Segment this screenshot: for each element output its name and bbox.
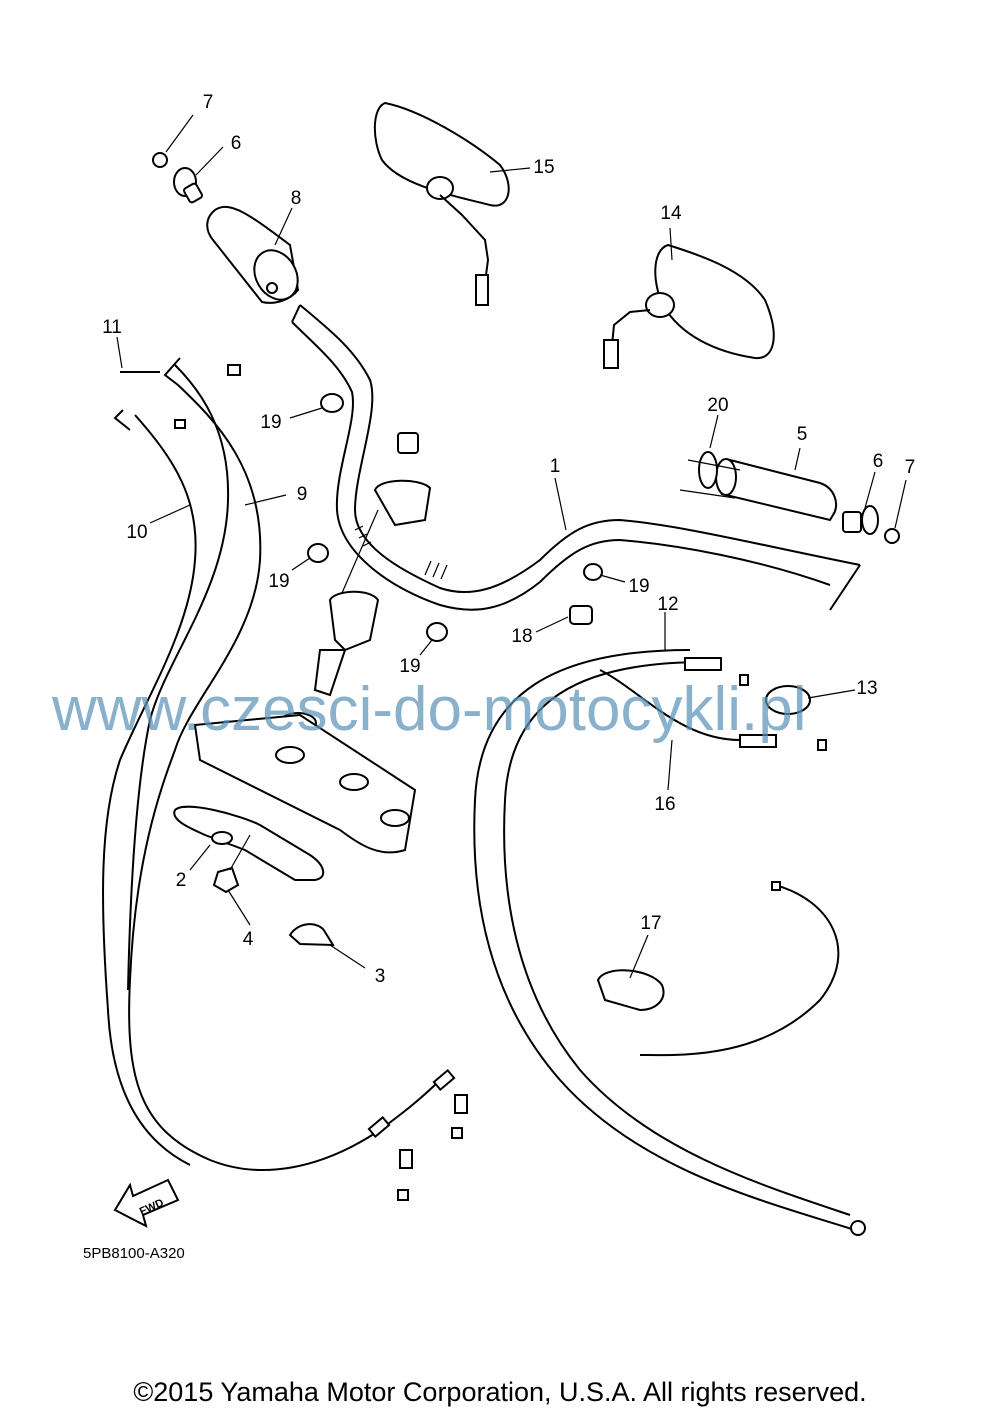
callout-19: 19 bbox=[628, 576, 649, 597]
callout-7: 7 bbox=[905, 457, 916, 478]
callout-19: 19 bbox=[260, 412, 281, 433]
callout-18: 18 bbox=[511, 626, 532, 647]
callout-7: 7 bbox=[203, 92, 214, 113]
callout-6: 6 bbox=[231, 133, 242, 154]
callout-14: 14 bbox=[660, 203, 682, 224]
callout-20: 20 bbox=[707, 395, 728, 416]
callout-1: 1 bbox=[550, 456, 561, 477]
callout-17: 17 bbox=[640, 913, 661, 934]
callout-19: 19 bbox=[399, 656, 420, 677]
callout-8: 8 bbox=[291, 188, 302, 209]
callout-10: 10 bbox=[126, 522, 147, 543]
handlebar-holder bbox=[193, 432, 432, 854]
grip-right bbox=[679, 451, 900, 544]
callout-12: 12 bbox=[657, 594, 678, 615]
clutch-cable bbox=[473, 649, 866, 1236]
callout-4: 4 bbox=[243, 929, 254, 950]
callout-2: 2 bbox=[176, 870, 187, 891]
throttle-cables bbox=[102, 357, 468, 1201]
callout-labels: 1 2 3 4 5 6 6 7 7 8 9 10 11 12 13 14 15 … bbox=[102, 92, 915, 987]
callout-13: 13 bbox=[856, 678, 877, 699]
callout-3: 3 bbox=[375, 966, 386, 987]
grip-left bbox=[206, 205, 300, 304]
callout-16: 16 bbox=[654, 794, 675, 815]
callout-6: 6 bbox=[873, 451, 884, 472]
drawing-code: 5PB8100-A320 bbox=[83, 1245, 185, 1262]
callout-5: 5 bbox=[797, 424, 808, 445]
copyright-notice: ©2015 Yamaha Motor Corporation, U.S.A. A… bbox=[133, 1377, 867, 1407]
watermark-text: www.czesci-do-motocykli.pl bbox=[51, 675, 807, 744]
callout-19: 19 bbox=[268, 571, 289, 592]
leader-lines bbox=[116, 114, 907, 979]
fwd-arrow: FWD bbox=[113, 1178, 180, 1228]
grip-end-left bbox=[152, 152, 203, 204]
callout-15: 15 bbox=[533, 157, 554, 178]
cable-guide-bracket bbox=[173, 805, 325, 881]
clip-parts bbox=[307, 393, 603, 642]
clamp-part bbox=[288, 923, 335, 947]
mirror-left bbox=[603, 243, 775, 369]
mirror-right bbox=[373, 101, 510, 306]
handlebar-part bbox=[291, 304, 861, 611]
nut-part bbox=[212, 866, 240, 894]
callout-11: 11 bbox=[102, 317, 122, 338]
callout-9: 9 bbox=[297, 484, 308, 505]
